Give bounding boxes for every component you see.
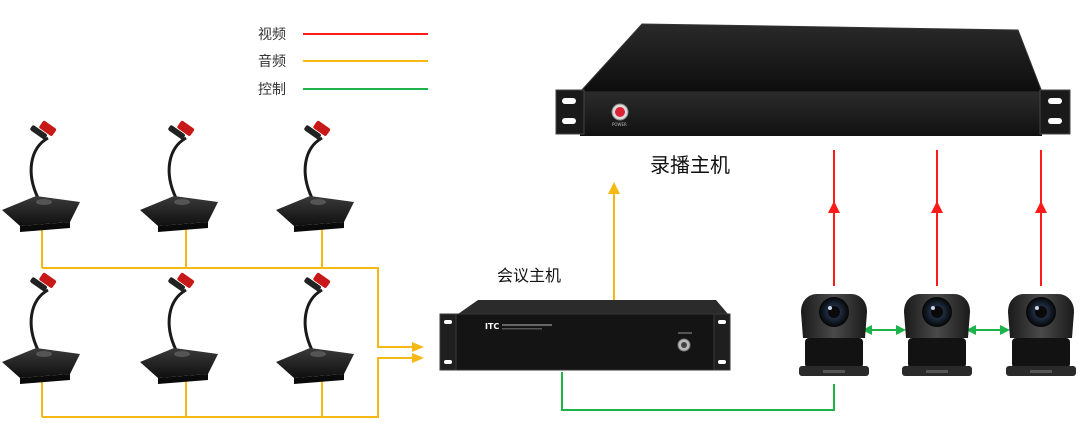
microphone-top-1 bbox=[0, 118, 82, 234]
video-arrow-cam1 bbox=[828, 201, 840, 213]
conference-host: ITC bbox=[439, 300, 731, 371]
audio-arrow-in-bottom bbox=[412, 353, 424, 363]
video-arrow-cam3 bbox=[1035, 201, 1047, 213]
legend-label-video: 视频 bbox=[258, 27, 286, 43]
ptz-camera-3 bbox=[1006, 294, 1076, 376]
legend: 视频 音频 控制 bbox=[258, 27, 428, 98]
recording-host: POWER bbox=[555, 23, 1071, 136]
audio-arrow-to-recorder bbox=[608, 182, 620, 194]
ptz-camera-2 bbox=[902, 294, 972, 376]
microphone-top-3 bbox=[274, 118, 356, 234]
video-wiring bbox=[833, 150, 1042, 286]
control-arrow-1b bbox=[896, 325, 906, 335]
conference-brand: ITC bbox=[485, 322, 499, 331]
legend-label-audio: 音频 bbox=[258, 53, 286, 70]
video-arrow-cam2 bbox=[931, 201, 943, 213]
microphone-bottom-2 bbox=[138, 270, 220, 386]
audio-wiring bbox=[41, 190, 615, 418]
control-arrow-1a bbox=[862, 325, 872, 335]
microphone-bottom-1 bbox=[0, 270, 82, 386]
recording-host-label: 录播主机 bbox=[650, 153, 730, 177]
recorder-power-text: POWER bbox=[612, 122, 627, 127]
control-arrow-2b bbox=[1000, 325, 1010, 335]
control-arrow-2a bbox=[966, 325, 976, 335]
microphone-bottom-3 bbox=[274, 270, 356, 386]
conference-host-label: 会议主机 bbox=[497, 266, 561, 285]
legend-label-control: 控制 bbox=[258, 82, 286, 98]
audio-arrow-in-top bbox=[412, 342, 424, 352]
ptz-camera-1 bbox=[799, 294, 869, 376]
microphone-top-2 bbox=[138, 118, 220, 234]
